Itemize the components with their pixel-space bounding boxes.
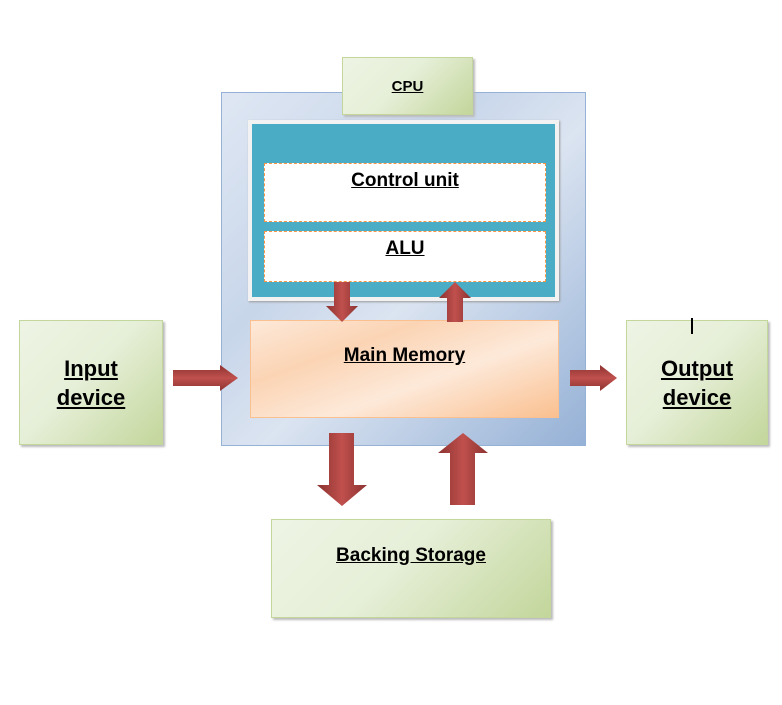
- arrow-backing-to-memory: [438, 433, 488, 505]
- main-memory-label: Main Memory: [343, 345, 466, 366]
- arrow-input-to-memory: [173, 365, 238, 391]
- control-unit-label: Control unit: [351, 170, 459, 191]
- control-unit-box: Control unit: [264, 163, 546, 222]
- main-memory-box: Main Memory: [250, 320, 559, 418]
- backing-storage-box: Backing Storage: [271, 519, 551, 618]
- arrow-memory-to-backing: [317, 433, 367, 506]
- arrow-control-to-memory: [326, 282, 358, 322]
- output-device-box: Output device: [626, 320, 768, 445]
- input-device-label: Input device: [56, 355, 126, 410]
- alu-box: ALU: [264, 231, 546, 282]
- cursor-mark: [691, 318, 693, 334]
- cpu-label-box: CPU: [342, 57, 473, 115]
- cpu-label: CPU: [391, 77, 424, 95]
- input-device-box: Input device: [19, 320, 163, 445]
- arrow-memory-to-output: [570, 365, 617, 391]
- arrow-memory-to-alu: [439, 282, 471, 322]
- alu-label: ALU: [385, 238, 425, 259]
- output-device-label: Output device: [660, 355, 734, 410]
- backing-storage-label: Backing Storage: [336, 545, 486, 566]
